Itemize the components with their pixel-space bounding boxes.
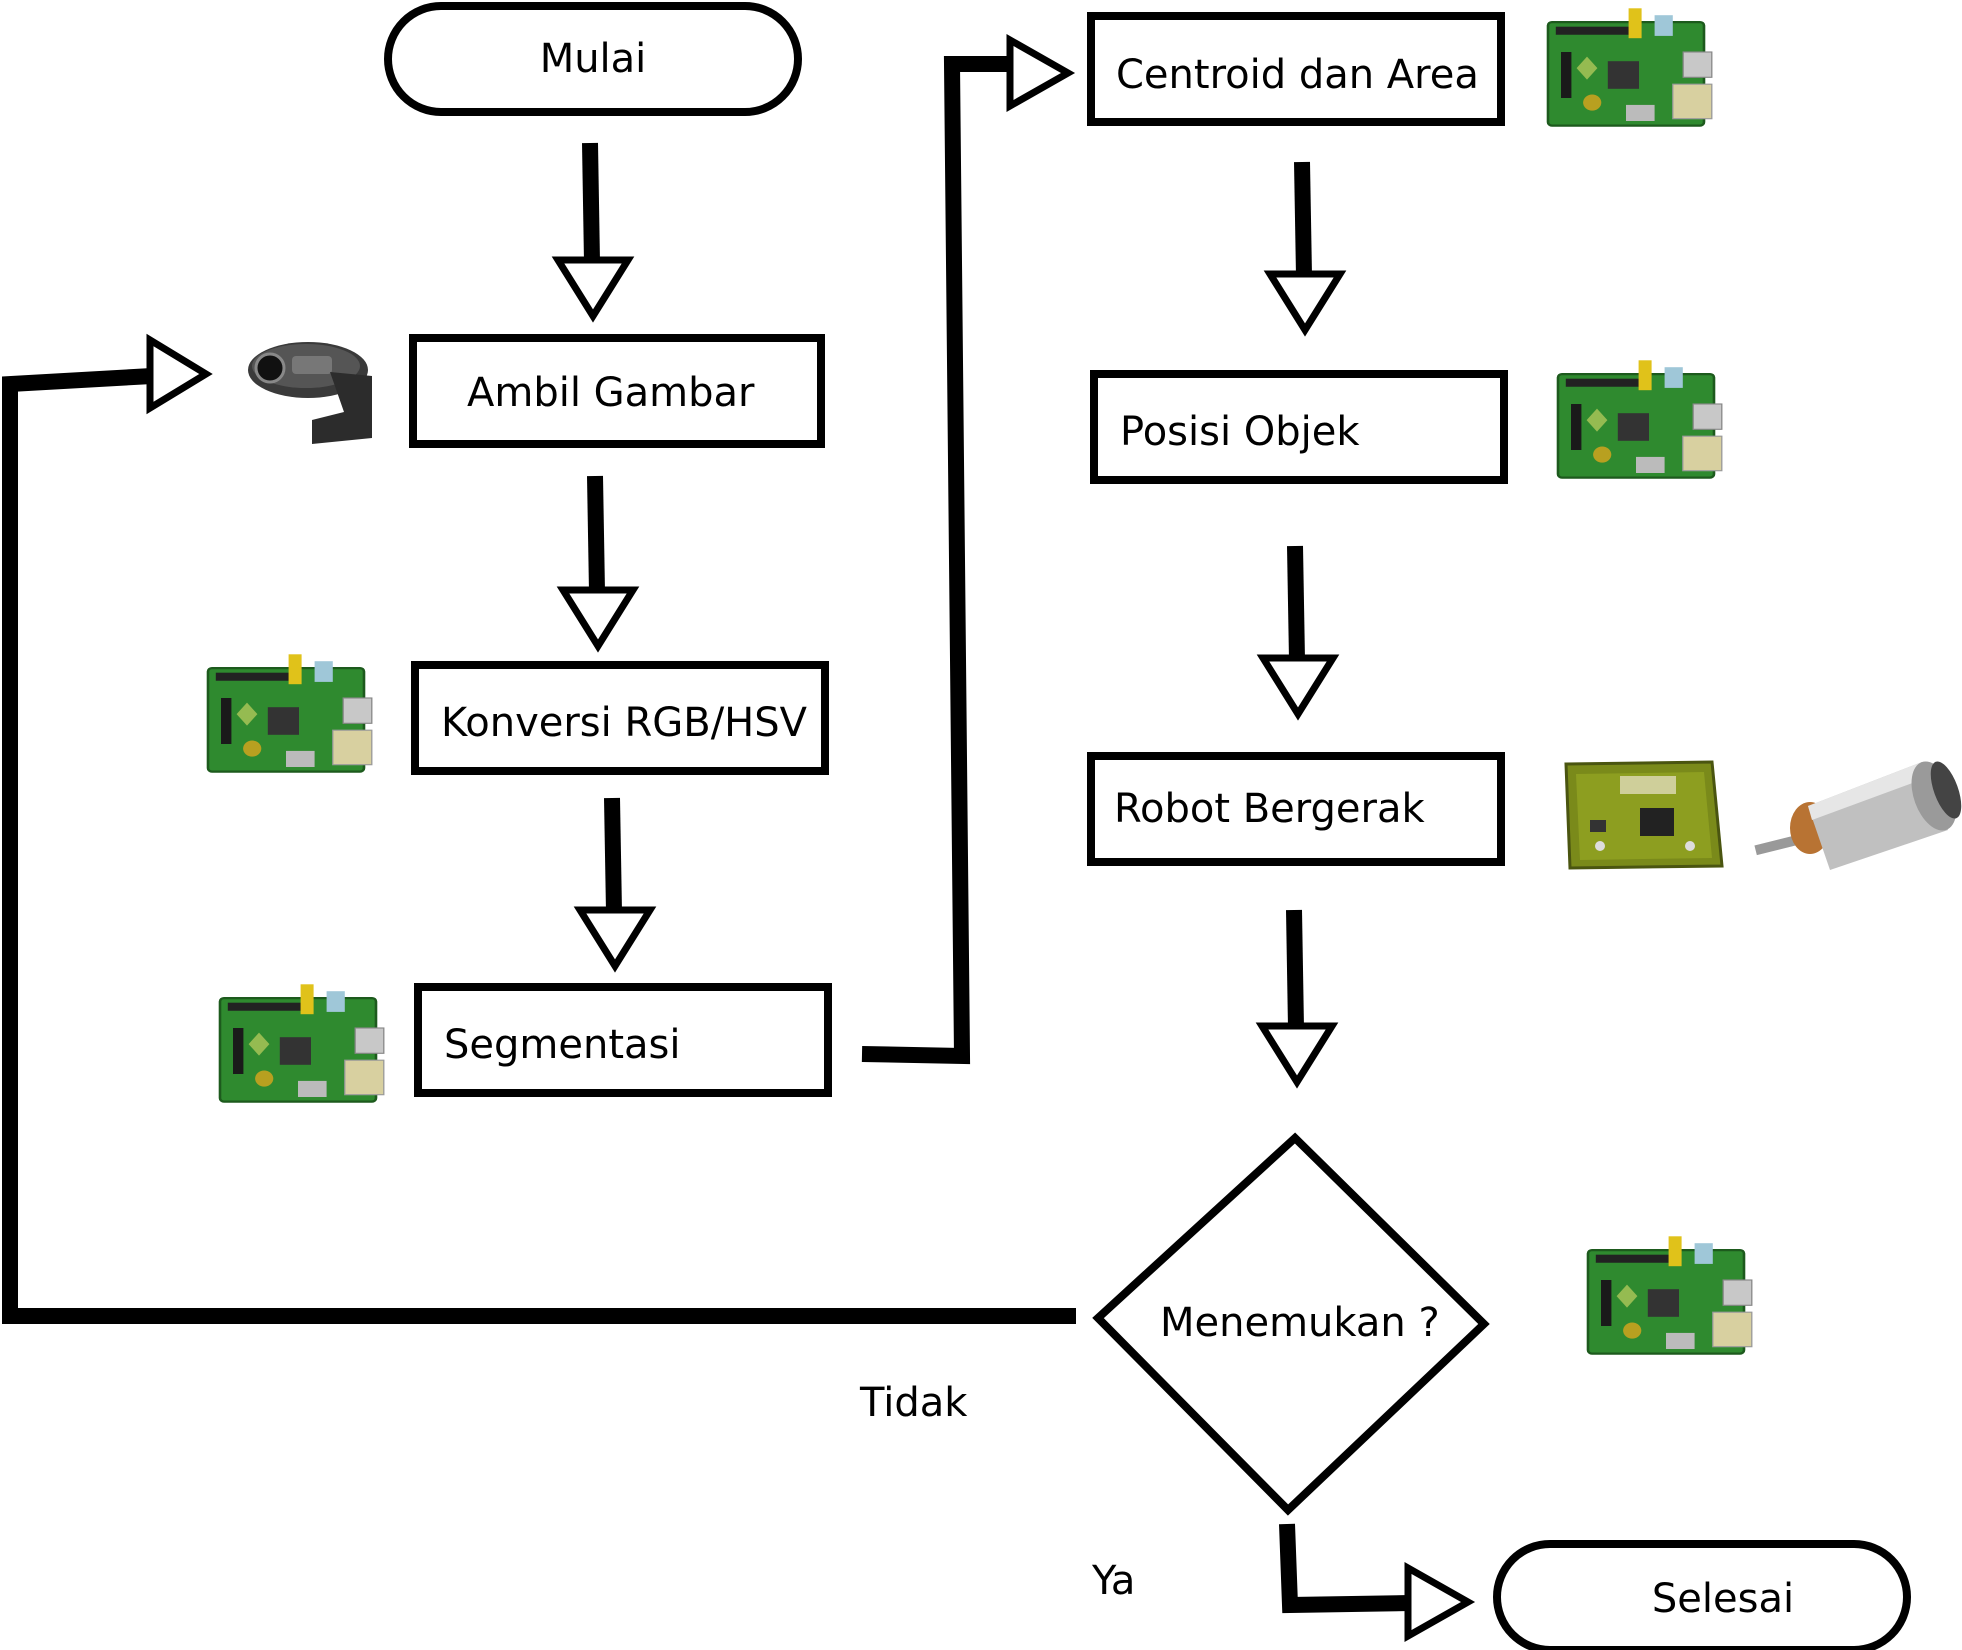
webcam-icon xyxy=(248,342,372,444)
raspberry-pi-board-icon xyxy=(1556,358,1724,479)
capture-node: Ambil Gambar xyxy=(409,334,825,448)
start-node: Mulai xyxy=(384,2,802,116)
end-node: Selesai xyxy=(1493,1540,1911,1650)
connector-segment-to-centroid xyxy=(861,56,1012,1065)
decision-node: Menemukan ? xyxy=(1092,1132,1490,1516)
connector-position-to-move xyxy=(1287,545,1305,661)
decision-label: Menemukan ? xyxy=(1160,1300,1440,1346)
connector-yes-to-end xyxy=(1279,1523,1411,1614)
connector-start-to-capture xyxy=(582,142,600,263)
raspberry-pi-board-icon xyxy=(1546,7,1714,127)
arrowhead-segment xyxy=(573,906,657,973)
connector-convert-to-segment xyxy=(604,797,622,913)
arrowhead-end xyxy=(1404,1561,1476,1643)
dc-gear-motor-icon xyxy=(1754,761,1962,870)
move-node: Robot Bergerak xyxy=(1087,752,1505,866)
arrowhead-convert xyxy=(556,586,640,653)
motor-driver-pcb-icon xyxy=(1564,760,1724,870)
move-label: Robot Bergerak xyxy=(1114,786,1425,832)
segment-node: Segmentasi xyxy=(414,983,832,1097)
connector-no-loop xyxy=(2,368,1076,1324)
convert-label: Konversi RGB/HSV xyxy=(441,700,808,746)
convert-node: Konversi RGB/HSV xyxy=(411,661,829,775)
position-label: Posisi Objek xyxy=(1120,409,1360,455)
centroid-label: Centroid dan Area xyxy=(1116,52,1479,98)
raspberry-pi-board-icon xyxy=(218,982,386,1103)
arrowhead-capture xyxy=(551,256,635,323)
start-label: Mulai xyxy=(540,36,647,82)
arrowhead-move xyxy=(1256,654,1340,721)
centroid-node: Centroid dan Area xyxy=(1087,12,1505,126)
raspberry-pi-board-icon xyxy=(206,652,374,773)
connector-move-to-decision xyxy=(1286,909,1304,1029)
connector-centroid-to-position xyxy=(1294,161,1312,277)
capture-label: Ambil Gambar xyxy=(467,370,755,416)
connector-capture-to-convert xyxy=(587,475,605,593)
raspberry-pi-board-icon xyxy=(1586,1235,1754,1355)
arrowhead-loop-capture xyxy=(146,333,213,415)
position-node: Posisi Objek xyxy=(1090,370,1508,484)
edge-label-yes: Ya xyxy=(1091,1558,1135,1604)
edge-label-no: Tidak xyxy=(859,1380,968,1426)
arrowhead-position xyxy=(1263,270,1347,337)
arrowhead-centroid xyxy=(1006,33,1076,113)
segment-label: Segmentasi xyxy=(444,1022,680,1068)
arrowhead-decision xyxy=(1255,1022,1339,1089)
end-label: Selesai xyxy=(1652,1576,1794,1622)
